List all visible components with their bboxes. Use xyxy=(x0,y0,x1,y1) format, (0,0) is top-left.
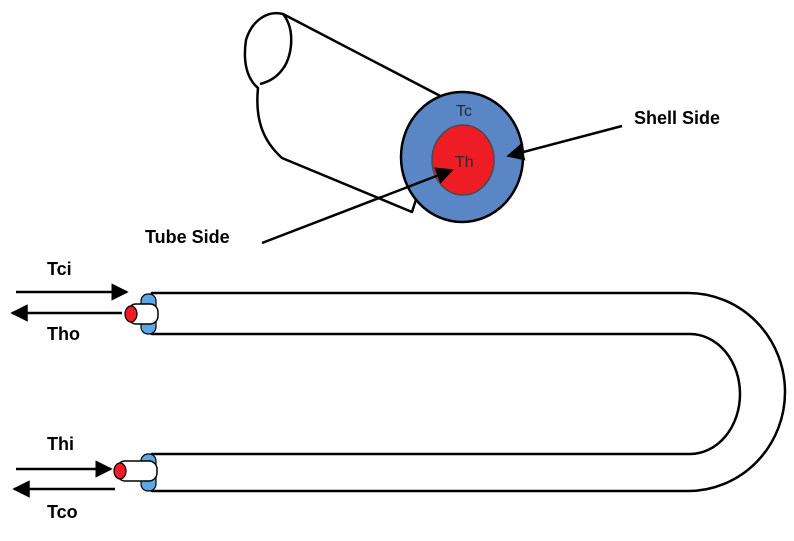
pipe-cross-section: Tc Th xyxy=(243,11,525,224)
hot-inlet-label: Thi xyxy=(47,434,74,454)
hot-outlet-label: Tho xyxy=(47,324,80,344)
u-tube-body xyxy=(150,291,787,493)
cylinder-body xyxy=(243,11,450,214)
tube-temperature-label: Th xyxy=(455,154,474,171)
tube-side-label: Tube Side xyxy=(145,227,230,247)
u-tube xyxy=(113,291,787,493)
top-tube-opening xyxy=(124,305,138,323)
bottom-tube-opening xyxy=(113,462,127,480)
shell-temperature-label: Tc xyxy=(456,103,472,120)
shell-side-label: Shell Side xyxy=(634,108,720,128)
flow-ports: Tci Tho Thi Tco xyxy=(10,259,129,522)
top-pipe-end xyxy=(124,293,159,335)
shell-side-arrow xyxy=(506,124,623,161)
callouts: Shell Side Tube Side xyxy=(145,108,720,247)
cylinder-fold-line xyxy=(259,13,293,86)
bottom-pipe-end xyxy=(113,453,158,492)
cold-inlet-label: Tci xyxy=(47,259,72,279)
cold-outlet-label: Tco xyxy=(47,502,78,522)
tube-side-arrow xyxy=(261,167,454,245)
